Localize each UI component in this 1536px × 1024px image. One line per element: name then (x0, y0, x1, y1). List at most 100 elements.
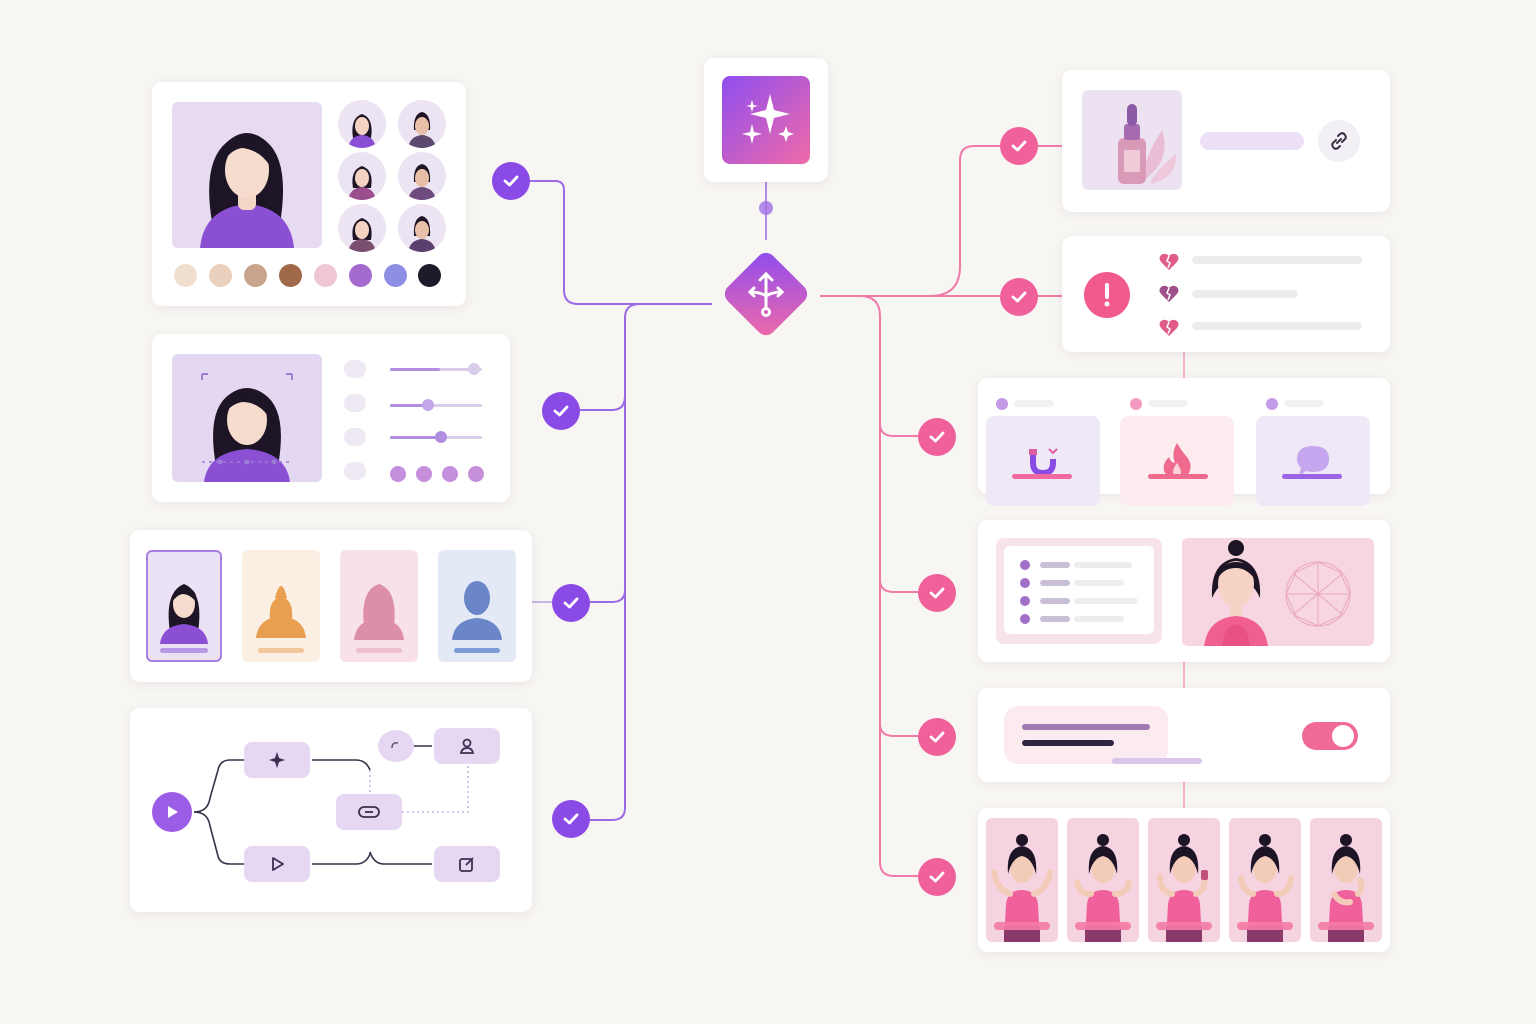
toggle-knob (1332, 725, 1354, 747)
slider-handle[interactable] (422, 399, 434, 411)
color-dot[interactable] (416, 466, 432, 482)
pose-frame[interactable] (1310, 818, 1382, 942)
adjust-icon (344, 394, 366, 412)
pose-frame[interactable] (1067, 818, 1139, 942)
preset-warm[interactable] (242, 550, 320, 662)
color-swatch[interactable] (314, 264, 337, 287)
check-icon (542, 392, 580, 430)
adjust-icon (344, 428, 366, 446)
broken-heart-icon (1159, 285, 1179, 302)
check-icon (918, 574, 956, 612)
workflow-node-sparkle[interactable] (244, 742, 310, 778)
sparkles-icon (722, 76, 810, 164)
workflow-node-person[interactable] (434, 728, 500, 764)
style-presets-card[interactable] (130, 530, 532, 682)
pose-frame[interactable] (986, 818, 1058, 942)
list-bullet (1020, 596, 1030, 606)
adjust-icon (344, 462, 366, 480)
slider-track[interactable] (390, 404, 482, 407)
product-card[interactable] (1062, 70, 1390, 212)
ai-sparkle-card[interactable] (704, 58, 828, 182)
list-bullet (1020, 578, 1030, 588)
color-swatch[interactable] (384, 264, 407, 287)
slider-fill (390, 436, 440, 439)
color-dot[interactable] (442, 466, 458, 482)
avatar-option[interactable] (398, 152, 446, 200)
color-swatch[interactable] (349, 264, 372, 287)
avatar-option[interactable] (338, 152, 386, 200)
slider-fill (390, 368, 440, 371)
list-bullet (1020, 560, 1030, 570)
text-line (1192, 256, 1362, 264)
feature-toggle[interactable] (1302, 722, 1358, 750)
pose-frame[interactable] (1148, 818, 1220, 942)
profile-analysis-card[interactable] (978, 520, 1390, 662)
message-bubble (1004, 706, 1168, 764)
fire-icon (1163, 443, 1191, 479)
skin-swatch[interactable] (209, 264, 232, 287)
play-icon (272, 857, 284, 871)
text-line (1040, 598, 1070, 604)
profile-portrait (1182, 538, 1374, 646)
link-icon (1331, 132, 1347, 150)
categories-card[interactable] (978, 378, 1390, 506)
person-icon (459, 738, 475, 754)
workflow-node-play[interactable] (244, 846, 310, 882)
skin-swatch[interactable] (244, 264, 267, 287)
workflow-node-loop[interactable] (378, 730, 414, 762)
list-bullet (1020, 614, 1030, 624)
alert-card[interactable] (1062, 236, 1390, 352)
category-attraction[interactable] (986, 416, 1100, 506)
sparkle-icon (269, 752, 285, 768)
skin-swatch[interactable] (174, 264, 197, 287)
avatar-style-card[interactable] (152, 82, 466, 306)
workflow-node-toggle[interactable] (336, 794, 402, 830)
color-dot[interactable] (390, 466, 406, 482)
magnet-icon (1029, 448, 1058, 477)
link-button[interactable] (1318, 120, 1360, 162)
play-start-button[interactable] (152, 792, 192, 832)
avatar-option[interactable] (398, 100, 446, 148)
broken-heart-icon (1159, 319, 1179, 336)
skin-swatch[interactable] (279, 264, 302, 287)
category-dot (996, 398, 1008, 410)
category-underline (1012, 474, 1072, 479)
check-icon (1000, 127, 1038, 165)
product-name-placeholder (1200, 132, 1304, 150)
workflow-card[interactable] (130, 708, 532, 912)
preset-cool[interactable] (438, 550, 516, 662)
workflow-node-edit[interactable] (434, 846, 500, 882)
preset-rose[interactable] (340, 550, 418, 662)
category-dot (1266, 398, 1278, 410)
check-icon (552, 800, 590, 838)
avatar-option[interactable] (338, 100, 386, 148)
category-label-placeholder (1148, 400, 1188, 407)
color-swatch[interactable] (418, 264, 441, 287)
category-chat[interactable] (1256, 416, 1370, 506)
pose-frames-card[interactable] (978, 808, 1390, 952)
pose-frame[interactable] (1229, 818, 1301, 942)
color-dot[interactable] (468, 466, 484, 482)
check-icon (918, 718, 956, 756)
workflow-connectors (193, 745, 469, 865)
chat-bubble-icon (1297, 446, 1329, 476)
slider-handle[interactable] (435, 431, 447, 443)
category-underline (1282, 474, 1342, 479)
check-icon (918, 858, 956, 896)
check-icon (492, 162, 530, 200)
slider-handle[interactable] (468, 363, 480, 375)
preset-realistic[interactable] (146, 550, 222, 662)
text-line (1192, 290, 1298, 298)
category-passion[interactable] (1120, 416, 1234, 506)
avatar-option[interactable] (398, 204, 446, 252)
text-line (1074, 562, 1132, 568)
category-label-placeholder (1284, 400, 1324, 407)
play-icon (168, 806, 178, 818)
face-adjust-card[interactable] (152, 334, 510, 502)
text-line (1040, 616, 1070, 622)
product-image (1082, 90, 1182, 190)
central-hub-node[interactable] (716, 244, 816, 344)
text-line (1022, 740, 1114, 746)
avatar-option[interactable] (338, 204, 386, 252)
toggle-card[interactable] (978, 688, 1390, 782)
